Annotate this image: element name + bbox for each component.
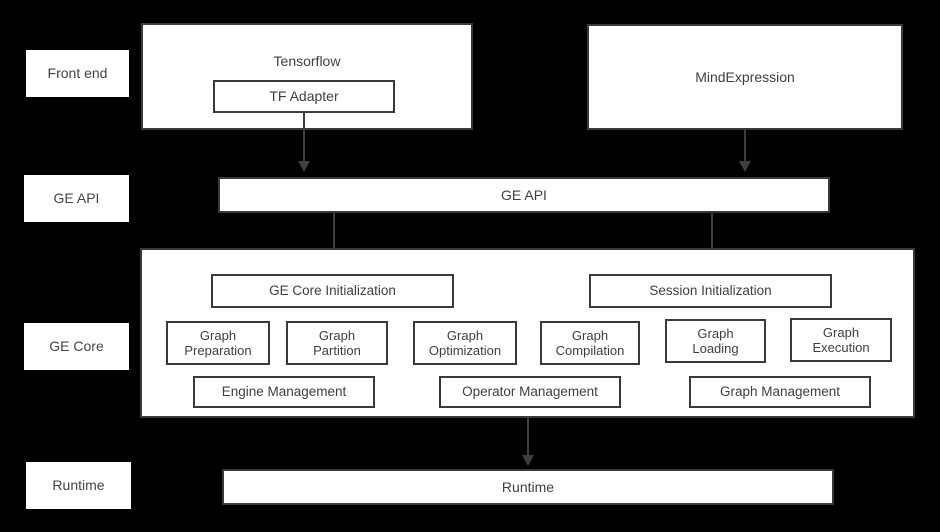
stage-label-ge-core-text: GE Core [49, 338, 104, 355]
stage-label-ge-core: GE Core [24, 323, 129, 370]
graph-compilation-label: Graph Compilation [555, 327, 625, 358]
connector-mindexpression-to-ge-api-arrowhead [739, 161, 751, 172]
graph-loading-box[interactable]: Graph Loading [665, 319, 766, 363]
graph-partition-label: Graph Partition [313, 327, 361, 358]
engine-management-box[interactable]: Engine Management [193, 376, 375, 408]
session-initialization-label: Session Initialization [649, 283, 772, 299]
graph-optimization-box[interactable]: Graph Optimization [413, 321, 517, 365]
stage-label-runtime-text: Runtime [52, 477, 105, 494]
engine-management-label: Engine Management [221, 384, 347, 400]
connector-ge-core-to-runtime-arrowhead [522, 455, 534, 466]
graph-compilation-box[interactable]: Graph Compilation [540, 321, 640, 365]
tf-adapter-label: TF Adapter [269, 88, 339, 105]
graph-preparation-box[interactable]: Graph Preparation [166, 321, 270, 365]
graph-execution-label: Graph Execution [812, 324, 870, 355]
stage-label-ge-api-text: GE API [53, 190, 100, 207]
ge-core-initialization-box[interactable]: GE Core Initialization [211, 274, 454, 308]
session-initialization-box[interactable]: Session Initialization [589, 274, 832, 308]
tensorflow-frame[interactable]: Tensorflow [141, 23, 473, 130]
ge-core-initialization-label: GE Core Initialization [269, 283, 396, 299]
ge-api-bar[interactable]: GE API [218, 177, 830, 213]
stage-label-front-end-text: Front end [47, 65, 108, 82]
operator-management-label: Operator Management [462, 384, 598, 400]
connector-ge-api-to-ge-core-init-line [333, 213, 335, 255]
runtime-label: Runtime [501, 478, 555, 495]
graph-execution-box[interactable]: Graph Execution [790, 318, 892, 362]
stage-label-runtime: Runtime [26, 462, 131, 509]
operator-management-box[interactable]: Operator Management [439, 376, 621, 408]
graph-management-label: Graph Management [719, 384, 841, 400]
graph-management-box[interactable]: Graph Management [689, 376, 871, 408]
runtime-bar[interactable]: Runtime [222, 469, 834, 505]
ge-api-label: GE API [501, 186, 547, 203]
stage-label-front-end: Front end [26, 50, 129, 97]
graph-optimization-label: Graph Optimization [428, 327, 502, 358]
stage-label-ge-api: GE API [24, 175, 129, 222]
tf-adapter-box[interactable]: TF Adapter [213, 80, 395, 113]
mindexpression-frame[interactable]: MindExpression [587, 24, 903, 130]
connector-mindexpression-to-ge-api-line [744, 130, 746, 164]
connector-tf-adapter-to-ge-api-arrowhead [298, 161, 310, 172]
tensorflow-label: Tensorflow [273, 53, 341, 69]
graph-partition-box[interactable]: Graph Partition [286, 321, 388, 365]
connector-ge-core-to-runtime-line [527, 418, 529, 458]
graph-loading-label: Graph Loading [692, 325, 739, 356]
connector-ge-api-to-session-init-line [711, 213, 713, 255]
connector-tf-adapter-to-ge-api-line [303, 113, 305, 164]
mindexpression-label: MindExpression [695, 68, 795, 85]
graph-preparation-label: Graph Preparation [184, 327, 252, 358]
